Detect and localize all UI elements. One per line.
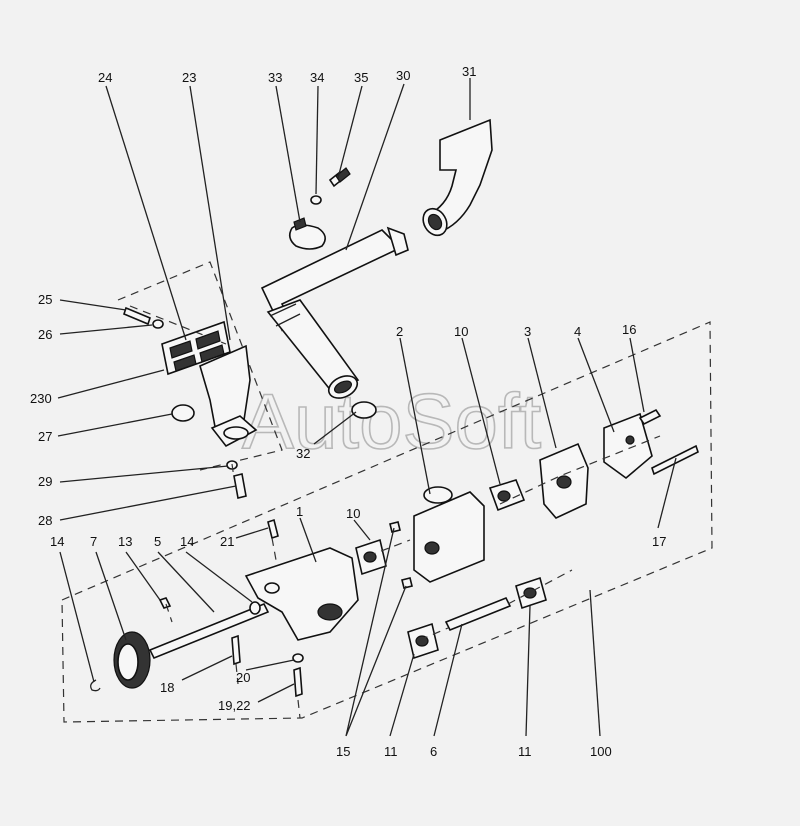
part-34-washer [310,195,322,205]
callout-26: 26 [38,327,52,342]
part-10-upper-gear [488,479,526,512]
part-6-shaft [444,596,512,632]
callout-14-left: 14 [50,534,64,549]
callout-28: 28 [38,513,52,528]
part-31-suction-elbow [422,118,493,237]
part-28-bolt [233,473,247,499]
part-19-22-bolt [293,666,303,698]
part-21-dowel-pin [267,518,279,540]
callout-5: 5 [154,534,161,549]
part-1-pump-housing [244,547,359,641]
part-16-screw [638,408,662,426]
callout-13: 13 [118,534,132,549]
part-30-oil-pipe [260,226,409,399]
callout-10-upper: 10 [454,324,468,339]
part-2-pump-cover [413,486,485,583]
callout-21: 21 [220,534,234,549]
part-13-pin [158,597,172,609]
callout-24: 24 [98,70,112,85]
part-14-circlip-b [249,601,261,615]
part-26-washer [152,319,164,329]
part-18-bolt [231,634,241,666]
callout-230: 230 [30,391,52,406]
part-32-seal-ring [351,401,377,419]
watermark: AutoSoft [242,377,542,465]
callout-19-22: 19,22 [218,698,251,713]
callout-16: 16 [622,322,636,337]
part-3-plate [539,442,589,519]
callout-2: 2 [396,324,403,339]
callout-10-lower: 10 [346,506,360,521]
part-5-drive-shaft [148,602,270,660]
part-11-gear-a [407,622,439,660]
callout-33: 33 [268,70,282,85]
callout-7: 7 [90,534,97,549]
callout-4: 4 [574,324,581,339]
part-15-pins [389,521,413,589]
callout-20: 20 [236,670,250,685]
callout-35: 35 [354,70,368,85]
part-14-circlip-a [90,679,101,692]
callout-14-right: 14 [180,534,194,549]
part-11-gear-b [515,576,547,610]
part-25-screw [123,306,151,326]
callout-15: 15 [336,744,350,759]
part-10-lower-gear [355,538,387,576]
part-7-drive-gear [113,631,151,689]
callout-17: 17 [652,534,666,549]
part-4-cover-plate [603,412,653,480]
callout-6: 6 [430,744,437,759]
callout-23: 23 [182,70,196,85]
leader-lines [57,78,677,737]
callout-29: 29 [38,474,52,489]
callout-11-a: 11 [384,744,398,759]
callout-3: 3 [524,324,531,339]
callout-27: 27 [38,429,52,444]
part-33-pipe-clamp [288,217,326,250]
callout-18: 18 [160,680,174,695]
callout-11-b: 11 [518,744,532,759]
callout-32: 32 [296,446,310,461]
callout-31: 31 [462,64,476,79]
callout-30: 30 [396,68,410,83]
part-24-strainer-screen [161,320,231,376]
callout-100: 100 [590,744,612,759]
part-23-strainer-body [199,344,258,448]
part-35-screw [328,167,351,188]
group-outline-pump-assembly-100 [61,321,713,723]
callout-labels: 24 23 33 34 35 30 31 25 26 230 27 29 28 … [30,64,666,759]
callout-1: 1 [296,504,303,519]
callout-34: 34 [310,70,324,85]
callout-25: 25 [38,292,52,307]
part-20-washer [292,653,304,663]
part-27-gasket [171,404,195,422]
